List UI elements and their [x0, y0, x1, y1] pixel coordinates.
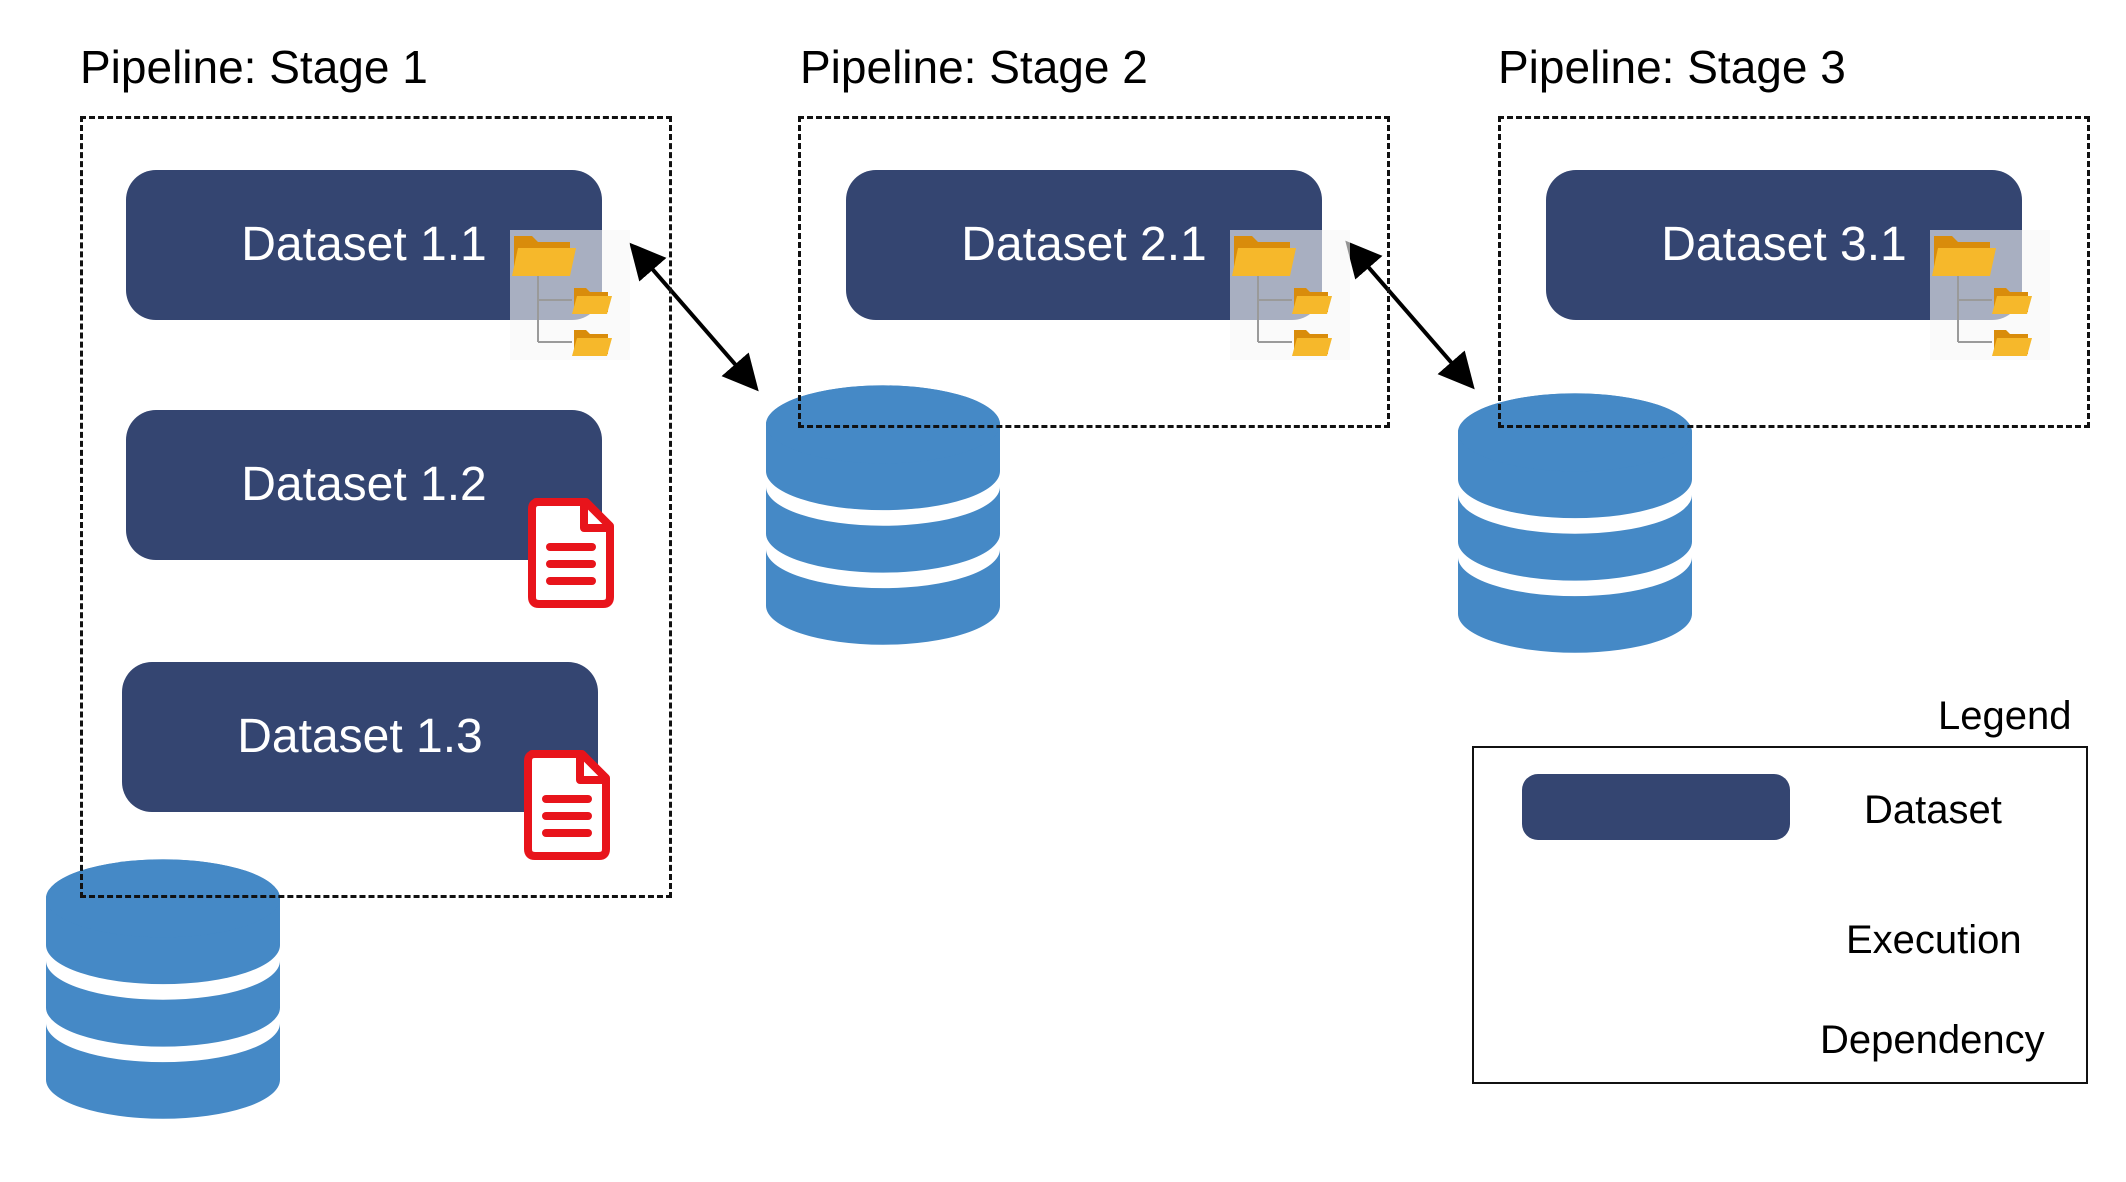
legend-dataset-bar	[1522, 774, 1790, 840]
folder-tree-icon	[1930, 230, 2050, 360]
database-icon-stage-1	[46, 859, 280, 1119]
dataset-label: Dataset 1.3	[237, 710, 483, 763]
stage-1-box	[80, 116, 672, 898]
dataset-label: Dataset 1.2	[241, 458, 487, 511]
dataset-1-3[interactable]: Dataset 1.3	[122, 662, 598, 812]
dataset-1-2[interactable]: Dataset 1.2	[126, 410, 602, 560]
dataset-label: Dataset 3.1	[1661, 218, 1907, 271]
stage-3-box	[1498, 116, 2090, 428]
red-document-icon	[526, 496, 616, 610]
folder-tree-icon	[510, 230, 630, 360]
stage-2-box	[798, 116, 1390, 428]
legend-title: Legend	[1938, 694, 2072, 738]
dependency-arrow-2-3	[1345, 240, 1475, 390]
legend-label-dependency: Dependency	[1820, 1018, 2045, 1062]
dependency-arrow-1-2	[629, 242, 759, 392]
dataset-label: Dataset 2.1	[961, 218, 1207, 271]
folder-tree-icon	[1230, 230, 1350, 360]
legend-label-execution: Execution	[1846, 918, 2022, 962]
database-icon-stage-3	[1458, 393, 1692, 653]
stage-1-title: Pipeline: Stage 1	[80, 41, 428, 93]
legend-label-dataset: Dataset	[1864, 788, 2002, 832]
dataset-label: Dataset 1.1	[241, 218, 487, 271]
stage-2-title: Pipeline: Stage 2	[800, 41, 1148, 93]
red-document-icon	[522, 748, 612, 862]
stage-3-title: Pipeline: Stage 3	[1498, 41, 1846, 93]
